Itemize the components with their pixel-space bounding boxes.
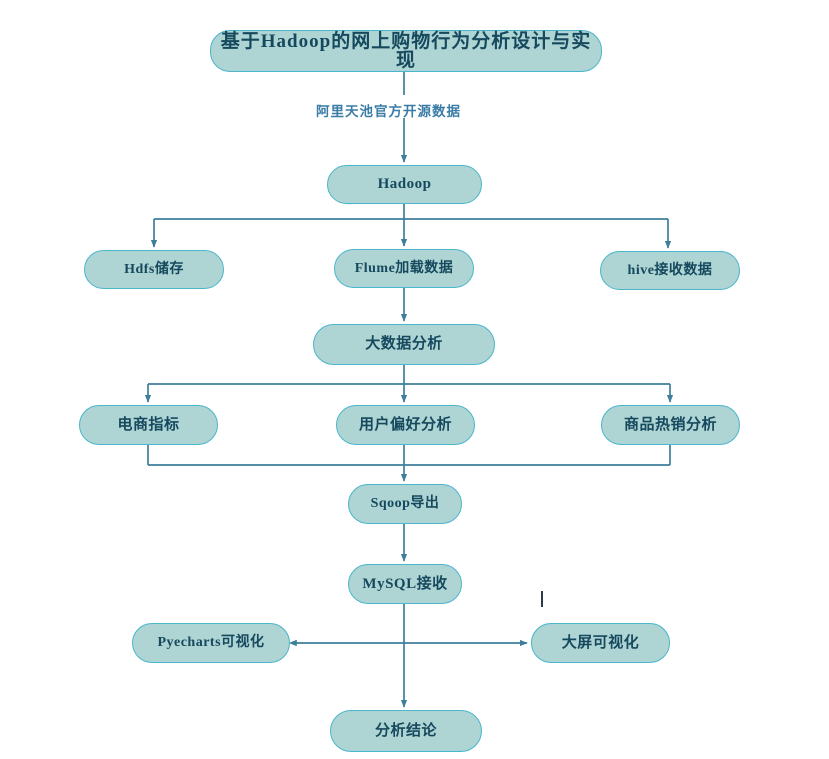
node-analysis-conclusion[interactable]: 分析结论 xyxy=(330,710,482,752)
text-cursor xyxy=(541,591,543,607)
node-label: 基于Hadoop的网上购物行为分析设计与实现 xyxy=(220,31,592,71)
node-big-screen-visualization[interactable]: 大屏可视化 xyxy=(531,623,670,663)
node-hot-sales-analysis[interactable]: 商品热销分析 xyxy=(601,405,740,445)
node-label: 大屏可视化 xyxy=(561,634,640,651)
node-label: Hdfs储存 xyxy=(124,261,184,277)
node-user-preference-analysis[interactable]: 用户偏好分析 xyxy=(336,405,475,445)
node-pyecharts-visualization[interactable]: Pyecharts可视化 xyxy=(132,623,290,663)
node-label: 商品热销分析 xyxy=(623,416,717,433)
node-label: 电商指标 xyxy=(117,416,180,433)
node-label: Flume加载数据 xyxy=(354,260,454,276)
node-label: 分析结论 xyxy=(374,722,437,739)
node-project-title[interactable]: 基于Hadoop的网上购物行为分析设计与实现 xyxy=(210,30,602,72)
node-label: 用户偏好分析 xyxy=(358,416,452,433)
node-sqoop-export[interactable]: Sqoop导出 xyxy=(348,484,462,524)
node-label: Sqoop导出 xyxy=(370,496,440,511)
node-hadoop[interactable]: Hadoop xyxy=(327,165,482,204)
node-label: 大数据分析 xyxy=(365,336,443,352)
node-label: MySQL接收 xyxy=(362,575,448,592)
node-label: Hadoop xyxy=(377,176,432,192)
node-big-data-analysis[interactable]: 大数据分析 xyxy=(313,324,495,365)
node-label: hive接收数据 xyxy=(627,262,713,278)
node-mysql-receive[interactable]: MySQL接收 xyxy=(348,564,462,604)
label-data-source: 阿里天池官方开源数据 xyxy=(316,104,461,119)
node-hdfs-storage[interactable]: Hdfs储存 xyxy=(84,250,224,289)
node-ecommerce-metrics[interactable]: 电商指标 xyxy=(79,405,218,445)
node-flume-load-data[interactable]: Flume加载数据 xyxy=(334,249,474,288)
node-hive-receive-data[interactable]: hive接收数据 xyxy=(600,251,740,290)
node-label: Pyecharts可视化 xyxy=(157,635,265,650)
